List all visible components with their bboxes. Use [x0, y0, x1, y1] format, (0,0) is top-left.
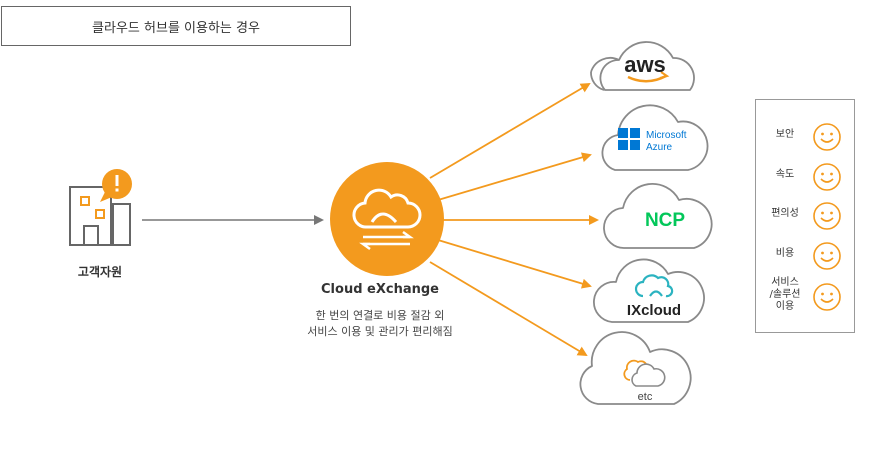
aws-logo-text: aws	[624, 52, 666, 77]
exchange-desc-line1: 한 번의 연결로 비용 절감 외	[315, 309, 445, 322]
benefit-row-service-solution: 서비스 /솔루션 이용	[756, 277, 856, 313]
exchange-desc-line2: 서비스 이용 및 관리가 편리해짐	[307, 325, 453, 338]
exchange-title: Cloud eXchange	[321, 282, 439, 297]
arrow-to-etc	[429, 261, 588, 357]
smile-icon	[813, 202, 841, 230]
smile-icon	[813, 283, 841, 311]
benefit-label-line1: 서비스	[771, 277, 799, 288]
azure-cloud	[601, 104, 709, 171]
smile-icon	[813, 163, 841, 191]
exchange-description: 한 번의 연결로 비용 절감 외 서비스 이용 및 관리가 편리해짐	[270, 308, 490, 340]
benefit-label: 편의성	[771, 208, 799, 219]
benefit-label-multi: 서비스 /솔루션 이용	[760, 277, 810, 313]
ixcloud-logo-text: IXcloud	[627, 302, 681, 319]
benefit-row-cost: 비용	[756, 239, 856, 270]
arrow-to-azure	[437, 152, 592, 201]
benefit-label: 속도	[775, 169, 795, 180]
aws-cloud	[590, 41, 695, 91]
azure-logo-line1: Microsoft	[646, 130, 687, 141]
etc-label: etc	[638, 391, 653, 403]
benefit-label: 보안	[775, 129, 795, 140]
azure-logo-line2: Azure	[646, 142, 673, 153]
etc-cloud	[579, 331, 692, 405]
ixcloud-cloud	[593, 258, 705, 323]
smile-icon	[813, 123, 841, 151]
building-alert-icon	[69, 169, 132, 246]
benefits-panel: 보안 속도 편의성 비용 서비스 /솔루션 이용	[755, 99, 855, 333]
benefit-row-security: 보안	[756, 120, 856, 151]
benefit-label-line2: /솔루션	[769, 289, 801, 300]
exchange-arrows	[429, 82, 599, 357]
ncp-cloud	[603, 183, 713, 249]
arrow-to-aws	[429, 82, 591, 179]
ncp-logo-text: NCP	[645, 210, 685, 231]
diagram-title: 클라우드 허브를 이용하는 경우	[1, 6, 351, 46]
customer-label: 고객자원	[77, 265, 123, 279]
arrow-to-ixcloud	[437, 239, 592, 289]
smile-icon	[813, 242, 841, 270]
benefit-row-speed: 속도	[756, 160, 856, 191]
cloud-exchange-icon	[330, 162, 444, 276]
benefit-label: 비용	[775, 248, 795, 259]
benefit-label-line3: 이용	[775, 301, 795, 312]
benefit-row-convenience: 편의성	[756, 199, 856, 230]
